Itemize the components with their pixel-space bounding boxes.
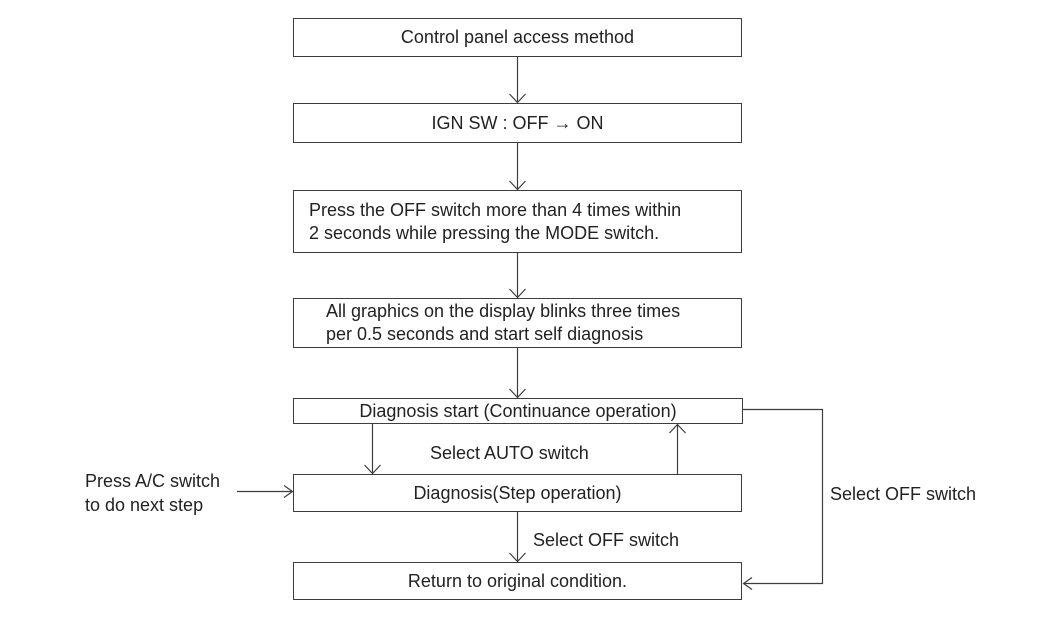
flow-box-label: Return to original condition. [407,570,628,591]
flow-box-press-off-switch: Press the OFF switch more than 4 times w… [293,190,742,253]
connector-select-off-loop [742,408,824,590]
arrow-right-press-ac-icon [237,485,294,498]
edge-label-select-auto-switch: Select AUTO switch [430,443,589,463]
flow-box-control-panel-access-method: Control panel access method [293,18,742,57]
flow-box-return-original: Return to original condition. [293,562,742,600]
edge-label-select-off-switch-step: Select OFF switch [533,530,680,550]
flow-box-diagnosis-start: Diagnosis start (Continuance operation) [293,398,743,424]
flow-box-label: Diagnosis(Step operation) [413,482,622,503]
flow-box-label: Press the OFF switch more than 4 times w… [309,199,682,243]
flow-box-label: All graphics on the display blinks three… [326,301,681,344]
arrow-down-step-to-return-icon [509,512,526,563]
flow-box-diagnosis-step: Diagnosis(Step operation) [293,474,742,512]
flow-box-label: Control panel access method [400,27,635,47]
flow-box-ign-sw-off-on: IGN SW : OFF → ON [293,103,742,143]
arrow-down-blink-to-start-icon [509,348,526,399]
arrow-down-ign-to-press-icon [509,143,526,191]
arrow-down-start-to-step-icon [364,424,381,475]
annotation-press-ac-switch: Press A/C switch to do next step [85,471,221,515]
arrow-up-step-to-start-icon [669,423,686,474]
arrow-down-access-to-ign-icon [509,57,526,104]
flow-box-label: Diagnosis start (Continuance operation) [359,400,677,421]
arrow-down-press-to-blink-icon [509,253,526,299]
edge-label-select-off-switch-loop: Select OFF switch [830,484,977,504]
flow-box-label: IGN SW : OFF → ON [431,112,604,133]
flow-box-graphics-blink: All graphics on the display blinks three… [293,298,742,348]
